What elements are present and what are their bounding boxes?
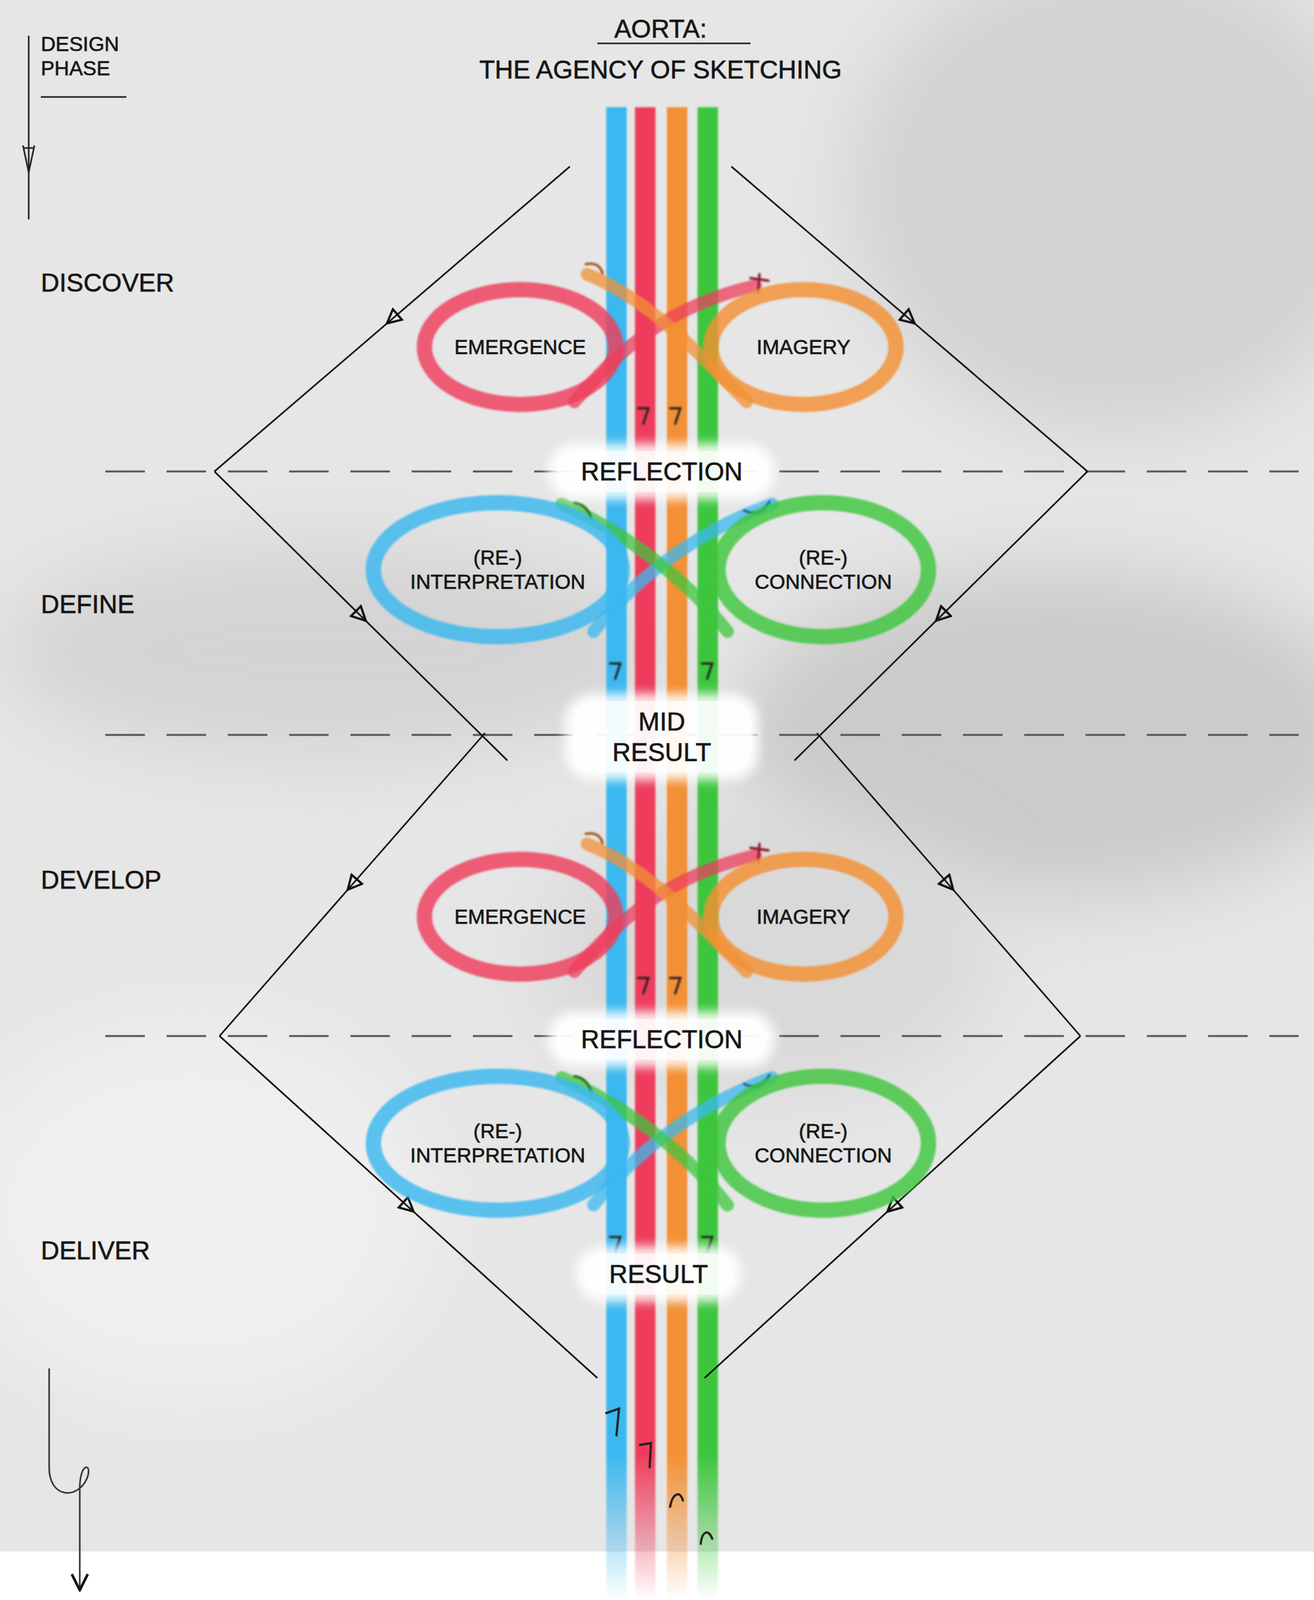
loop-outline (364, 1067, 632, 1220)
loop-tails (574, 263, 769, 424)
phase-label: DISCOVER (40, 267, 175, 299)
phase-label: DELIVER (40, 1235, 150, 1267)
band-label: REFLECTION (555, 1019, 768, 1061)
phase-label: DEVELOP (40, 864, 162, 896)
loop-inner: EMERGENCE (415, 850, 625, 984)
loop-outline (709, 493, 938, 646)
loop-inner: (RE-) CONNECTION (709, 493, 938, 646)
subtitle: THE AGENCY OF SKETCHING (479, 54, 842, 85)
loop-node: (RE-) CONNECTION (709, 1067, 938, 1220)
node-text: EMERGENCE (454, 904, 586, 930)
loop-node: IMAGERY (701, 280, 905, 414)
node-text: (RE-) INTERPRETATION (398, 1119, 597, 1169)
loop-node: (RE-) INTERPRETATION (364, 493, 632, 646)
axis-label: DESIGN PHASE (40, 31, 143, 82)
loop-inner: IMAGERY (701, 850, 905, 984)
band-label: REFLECTION (555, 451, 768, 493)
node-text: IMAGERY (756, 335, 851, 360)
band-label: RESULT (583, 1254, 734, 1295)
strands (606, 107, 718, 1600)
title: AORTA: (613, 13, 707, 45)
loop-node: EMERGENCE (415, 850, 625, 984)
band-label: MID RESULT (572, 701, 752, 773)
node-text: IMAGERY (756, 904, 851, 930)
strand-hooks (606, 1409, 713, 1545)
node-text: (RE-) INTERPRETATION (398, 545, 597, 595)
node-text: REFLECTION (580, 456, 743, 487)
loop-node: EMERGENCE (415, 280, 625, 414)
loop-node: (RE-) INTERPRETATION (364, 1067, 632, 1220)
node-text: REFLECTION (580, 1024, 743, 1055)
double-diamond (214, 166, 1088, 1379)
loop-inner: EMERGENCE (415, 280, 625, 414)
title-underline (597, 42, 751, 45)
loop-node: (RE-) CONNECTION (709, 493, 938, 646)
node-text: MID RESULT (597, 706, 726, 768)
node-text: RESULT (609, 1259, 709, 1290)
loop-inner: (RE-) INTERPRETATION (364, 1067, 632, 1220)
loop-inner: (RE-) CONNECTION (709, 1067, 938, 1220)
loop-node: IMAGERY (701, 850, 905, 984)
flow-glyph (49, 1368, 89, 1590)
loop-outline (364, 493, 632, 646)
phase-label: DEFINE (40, 589, 135, 620)
node-text: EMERGENCE (454, 335, 586, 360)
node-text: (RE-) CONNECTION (740, 545, 907, 595)
loop-outline (709, 1067, 938, 1220)
node-text: (RE-) CONNECTION (740, 1119, 907, 1169)
loop-inner: (RE-) INTERPRETATION (364, 493, 632, 646)
loop-inner: IMAGERY (701, 280, 905, 414)
